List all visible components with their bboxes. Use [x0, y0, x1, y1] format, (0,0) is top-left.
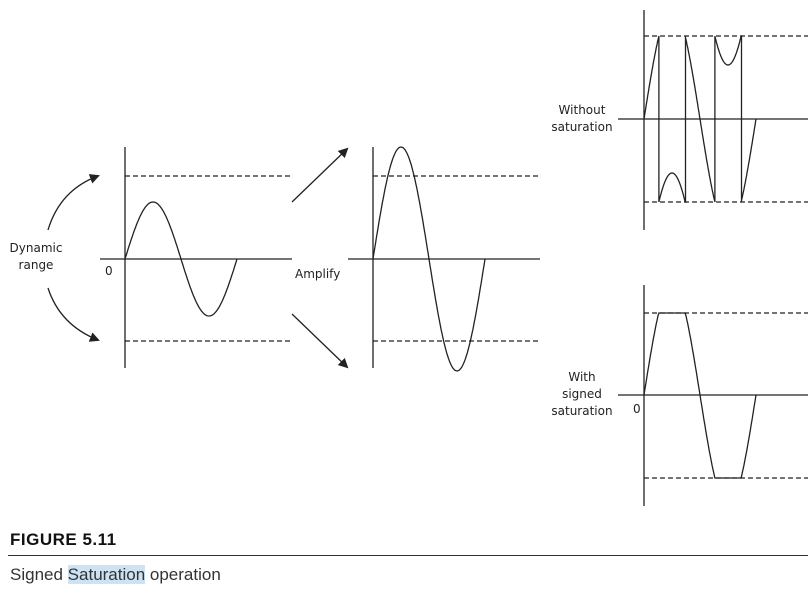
caption-suffix: operation [145, 565, 221, 584]
saturation-diagram [47, 10, 808, 506]
without-saturation-label: Without saturation [551, 103, 613, 134]
input-sine-wave [124, 201, 238, 317]
input-signal-plot [100, 147, 292, 368]
caption-prefix: Signed [10, 565, 68, 584]
figure-title: FIGURE 5.11 [10, 530, 117, 549]
with-saturation-plot [618, 285, 808, 506]
with-saturation-wave [643, 312, 757, 479]
amplify-lower-arrow [291, 313, 349, 369]
caption-divider [8, 555, 808, 556]
without-saturation-wave [643, 34, 757, 204]
input-origin-label: 0 [105, 264, 113, 278]
amplify-upper-arrow [291, 147, 349, 203]
without-saturation-plot [618, 10, 808, 230]
dynamic-range-upper-arrow [47, 174, 100, 231]
amplified-sine-wave [372, 146, 486, 372]
with-signed-saturation-label: With signed saturation [551, 370, 613, 418]
dynamic-range-lower-arrow [47, 287, 100, 342]
amplify-label: Amplify [295, 267, 341, 281]
figure-caption: Signed Saturation operation [10, 565, 221, 585]
amplified-signal-plot [348, 146, 540, 372]
caption-highlight: Saturation [67, 565, 146, 584]
with-origin-label: 0 [633, 402, 641, 416]
dynamic-range-label: Dynamic range [9, 241, 63, 272]
